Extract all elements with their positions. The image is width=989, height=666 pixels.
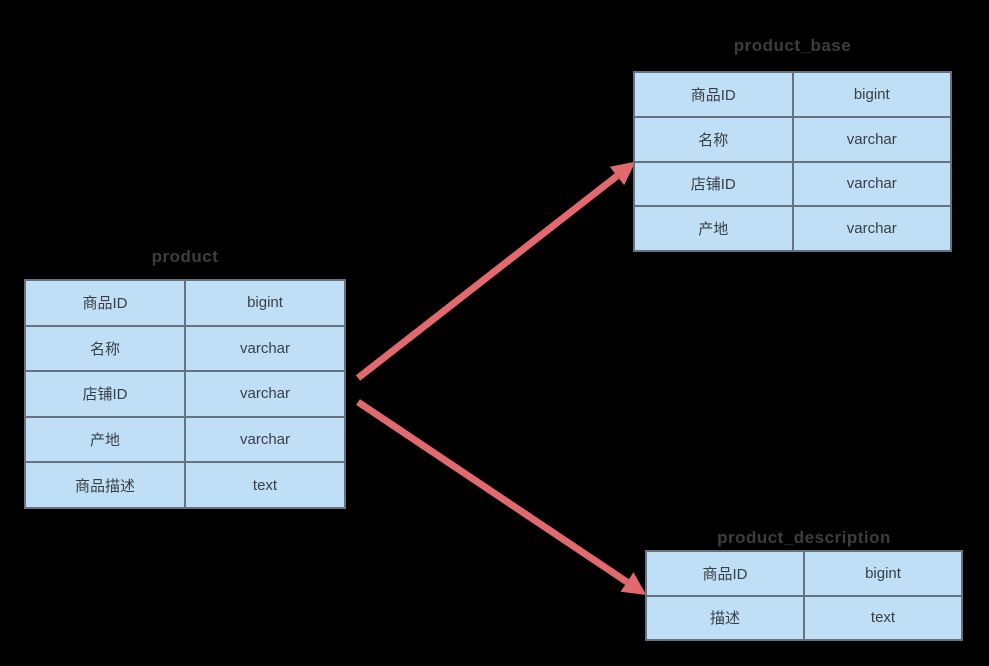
field-cell: 店铺ID	[26, 372, 186, 416]
table-row: 店铺ID varchar	[635, 160, 950, 206]
type-cell: varchar	[793, 162, 950, 206]
type-cell: varchar	[186, 326, 344, 371]
type-cell: text	[186, 463, 344, 507]
type-cell: varchar	[793, 207, 950, 250]
field-cell: 商品ID	[26, 281, 186, 325]
table-row: 商品ID bigint	[635, 73, 950, 116]
table-row: 描述 text	[647, 594, 961, 639]
table-row: 产地 varchar	[26, 415, 344, 462]
table-title-product-base: product_base	[733, 36, 852, 55]
table-product: 商品ID bigint 名称 varchar 店铺ID varchar 产地 v…	[24, 279, 346, 509]
field-cell: 产地	[635, 207, 794, 250]
table-product-description: 商品ID bigint 描述 text	[645, 550, 963, 641]
table-title-product: product	[151, 247, 219, 266]
table-row: 商品描述 text	[26, 461, 344, 507]
table-row: 店铺ID varchar	[26, 370, 344, 416]
table-product-base: 商品ID bigint 名称 varchar 店铺ID varchar 产地 v…	[633, 71, 952, 252]
table-row: 商品ID bigint	[647, 552, 961, 595]
type-cell: varchar	[186, 417, 344, 462]
type-cell: text	[805, 596, 961, 639]
table-row: 名称 varchar	[635, 115, 950, 161]
table-row: 产地 varchar	[635, 205, 950, 250]
table-row: 名称 varchar	[26, 324, 344, 371]
type-cell: varchar	[793, 117, 950, 161]
field-cell: 商品ID	[635, 73, 794, 116]
field-cell: 商品ID	[647, 552, 805, 595]
type-cell: varchar	[186, 372, 344, 416]
arrow-product-to-product-description	[356, 399, 647, 595]
type-cell: bigint	[793, 73, 950, 116]
field-cell: 描述	[647, 596, 805, 639]
field-cell: 商品描述	[26, 463, 186, 507]
field-cell: 名称	[26, 326, 186, 371]
field-cell: 店铺ID	[635, 162, 794, 206]
field-cell: 产地	[26, 417, 186, 462]
type-cell: bigint	[186, 281, 344, 325]
field-cell: 名称	[635, 117, 794, 161]
table-title-product-description: product_description	[717, 528, 891, 547]
table-row: 商品ID bigint	[26, 281, 344, 325]
type-cell: bigint	[805, 552, 961, 595]
arrow-product-to-product-base	[355, 161, 636, 381]
